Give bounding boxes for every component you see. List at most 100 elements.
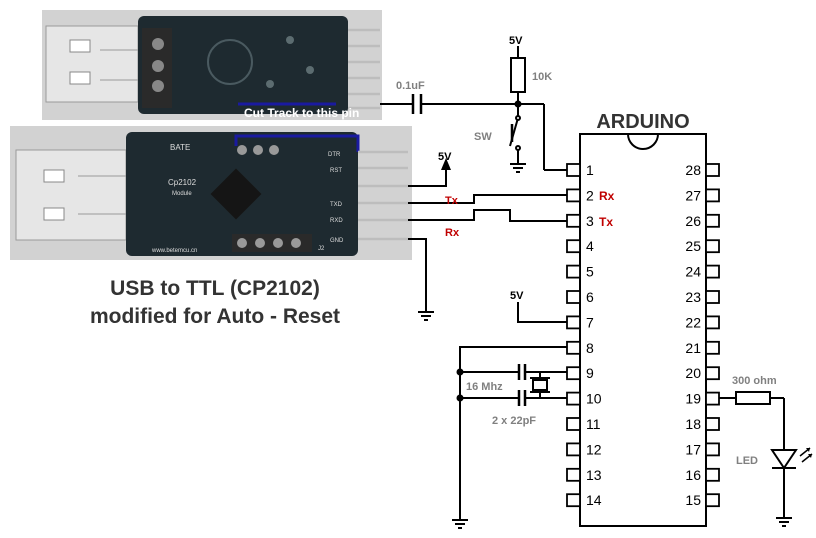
chip-pin-17 <box>705 442 720 457</box>
pin-label-rxd: RXD <box>330 218 343 224</box>
chip-pin-number-2: 2 <box>586 187 594 203</box>
led-label: LED <box>736 455 758 467</box>
chip-pin-number-11: 11 <box>586 416 601 432</box>
chip-pin-number-3: 3 <box>586 213 594 229</box>
board-model-sub: Module <box>172 191 192 197</box>
chip-pin-18 <box>705 417 720 431</box>
chip-pin-8 <box>566 340 581 355</box>
chip-pin-12 <box>566 442 581 457</box>
pin-label-gnd: GND <box>330 238 344 244</box>
chip-pin-number-15: 15 <box>685 492 701 508</box>
chip-pin-21 <box>705 340 720 355</box>
chip-pin-7 <box>566 315 581 330</box>
xtal-caps-label: 2 x 22pF <box>492 415 536 427</box>
chip-pin-number-19: 19 <box>685 391 701 407</box>
chip-pin-number-27: 27 <box>685 187 701 203</box>
chip-pin-5 <box>566 264 581 279</box>
chip-pin-number-13: 13 <box>586 467 602 483</box>
board-model: Cp2102 <box>168 178 197 187</box>
resistor-led-label: 300 ohm <box>732 375 777 387</box>
switch-sw <box>509 115 521 151</box>
board-brand: BATE <box>170 143 190 152</box>
pin2-signal-label: Rx <box>599 189 615 203</box>
vcc-usb-arrow <box>441 158 451 170</box>
tx-usb-label: Tx <box>445 195 459 207</box>
chip-pin-11 <box>566 417 581 431</box>
chip-pin-1 <box>566 163 581 177</box>
cap-top-label: 0.1uF <box>396 80 425 92</box>
chip-pin-number-14: 14 <box>586 492 602 508</box>
chip-pin-number-16: 16 <box>685 467 701 483</box>
crystal-16mhz <box>530 377 550 393</box>
chip-pin-14 <box>566 493 581 508</box>
chip-pin-number-1: 1 <box>586 162 594 178</box>
chip-pin-24 <box>705 264 720 279</box>
chip-pin-26 <box>705 213 720 228</box>
caption-line-1: USB to TTL (CP2102) <box>110 277 320 300</box>
switch-label: SW <box>474 131 492 143</box>
chip-pin-28 <box>705 163 720 177</box>
chip-pin-number-26: 26 <box>685 213 701 229</box>
cut-track-caption: Cut Track to this pin <box>244 106 359 120</box>
chip-pin-number-17: 17 <box>685 441 701 457</box>
chip-pin-27 <box>705 188 720 203</box>
chip-pin-number-4: 4 <box>586 238 594 254</box>
bottom-board-photo: BATE Cp2102 Module www.betemcu.cn J2 DTR… <box>10 126 412 260</box>
chip-pin-15 <box>705 493 720 508</box>
chip-pin-16 <box>705 467 720 482</box>
capacitor-0.1uf <box>411 94 423 114</box>
chip-pin-3 <box>566 213 581 228</box>
top-board-photo: Cut Track to this pin <box>42 10 382 120</box>
chip-pin-10 <box>566 391 581 406</box>
chip-pin-number-28: 28 <box>685 162 701 178</box>
pin-label-dtr: DTR <box>328 152 341 158</box>
rx-usb-label: Rx <box>445 227 460 239</box>
xtal-capacitors <box>517 364 527 406</box>
chip-pin-number-21: 21 <box>685 340 701 356</box>
chip-pin-number-24: 24 <box>685 264 701 280</box>
chip-pin-number-8: 8 <box>586 340 594 356</box>
chip-pin-6 <box>566 290 581 304</box>
chip-pin-number-5: 5 <box>586 264 594 280</box>
chip-pin-number-25: 25 <box>685 238 701 254</box>
caption-line-2: modified for Auto - Reset <box>90 305 340 328</box>
chip-pin-2 <box>566 188 581 203</box>
vcc-pin7-label: 5V <box>510 290 524 302</box>
junction-dots <box>456 100 522 402</box>
crystal-label: 16 Mhz <box>466 381 503 393</box>
chip-pin-4 <box>566 239 581 254</box>
chip-pin-20 <box>705 366 720 381</box>
pin3-signal-label: Tx <box>599 215 613 229</box>
chip-pin-number-9: 9 <box>586 365 594 381</box>
chip-pin-number-7: 7 <box>586 314 594 330</box>
vcc-usb-label: 5V <box>438 151 452 163</box>
chip-pin-number-18: 18 <box>685 416 701 432</box>
chip-right-pins: 28 27 26 25 24 23 22 21 20 19 18 17 16 15 <box>685 162 720 508</box>
chip-pin-number-6: 6 <box>586 289 594 305</box>
ground-symbols <box>418 163 792 529</box>
chip-title: ARDUINO <box>596 111 689 133</box>
led-symbol <box>770 447 813 470</box>
chip-pin-19 <box>705 391 720 406</box>
resistor-top-label: 10K <box>532 71 552 83</box>
chip-pin-9 <box>566 366 581 381</box>
board-header-label: J2 <box>318 246 325 252</box>
board-url: www.betemcu.cn <box>151 248 197 254</box>
chip-pin-number-10: 10 <box>586 391 602 407</box>
chip-pin-25 <box>705 239 720 254</box>
chip-pin-number-20: 20 <box>685 365 701 381</box>
pin-label-txd: TXD <box>330 202 343 208</box>
chip-pin-number-23: 23 <box>685 289 701 305</box>
pin-label-rst: RST <box>330 168 342 174</box>
resistor-10k <box>510 57 526 93</box>
arduino-chip: ARDUINO <box>579 111 707 527</box>
chip-pin-number-22: 22 <box>685 314 701 330</box>
vcc-top-label: 5V <box>509 35 523 47</box>
chip-pin-22 <box>705 315 720 330</box>
resistor-300ohm <box>735 391 771 405</box>
chip-pin-number-12: 12 <box>586 441 602 457</box>
chip-pin-13 <box>566 467 581 482</box>
